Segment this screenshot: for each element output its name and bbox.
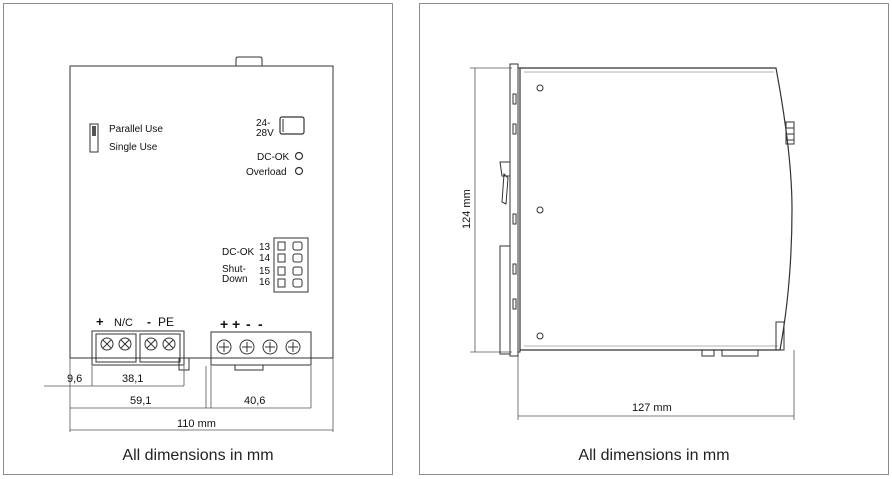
- top-clip: [235, 56, 263, 66]
- switch-label-parallel: Parallel Use: [109, 124, 163, 135]
- rivet-top: [536, 84, 544, 92]
- input-terminal-block: [91, 330, 190, 371]
- voltage-adjust-knob: [279, 116, 305, 135]
- bottom-terminals: [701, 321, 785, 357]
- height-dimension: [470, 67, 512, 353]
- dim-110: 110 mm: [177, 418, 216, 430]
- input-minus-label: -: [147, 315, 151, 329]
- depth-dimension: [517, 350, 795, 420]
- side-view-drawing: 124 mm: [461, 63, 795, 420]
- output-minus-2-label: -: [258, 316, 263, 332]
- housing-side: [519, 67, 793, 351]
- rivet-bottom: [536, 332, 544, 340]
- relay-pin-16: 16: [259, 277, 271, 288]
- relay-connector: [273, 237, 309, 293]
- relay-shutdown-label-1: Shut-: [222, 264, 246, 275]
- rivet-middle: [536, 206, 544, 214]
- selector-switch: [89, 123, 99, 153]
- relay-shutdown-label-2: Down: [222, 274, 248, 285]
- side-view-caption: All dimensions in mm: [578, 447, 730, 464]
- dim-59-1: 59,1: [130, 395, 151, 407]
- dimension-lines: [44, 358, 334, 432]
- housing: [69, 65, 334, 359]
- front-view-caption: All dimensions in mm: [122, 447, 274, 464]
- side-knob: [785, 121, 795, 145]
- front-view-panel: Parallel Use Single Use 24- 28V DC-OK Ov…: [3, 3, 393, 475]
- side-view-panel: 124 mm: [419, 3, 889, 475]
- relay-dc-ok-label: DC-OK: [222, 247, 255, 258]
- front-view-drawing: Parallel Use Single Use 24- 28V DC-OK Ov…: [44, 56, 334, 432]
- led-overload: [294, 166, 304, 176]
- output-terminal-block: [210, 331, 312, 371]
- dim-9-6: 9,6: [67, 373, 82, 385]
- relay-pin-14: 14: [259, 253, 271, 264]
- input-pe-label: PE: [158, 315, 174, 329]
- relay-pin-13: 13: [259, 242, 271, 253]
- input-plus-label: +: [96, 314, 104, 329]
- output-plus-2-label: +: [232, 316, 240, 332]
- dim-38-1: 38,1: [122, 373, 143, 385]
- depth-label: 127 mm: [632, 402, 672, 414]
- output-minus-1-label: -: [246, 316, 251, 332]
- led-dc-ok: [294, 151, 304, 161]
- input-nc-label: N/C: [114, 317, 133, 329]
- voltage-label-2: 28V: [256, 128, 274, 139]
- output-plus-1-label: +: [220, 316, 228, 332]
- height-label: 124 mm: [461, 189, 473, 229]
- relay-pin-15: 15: [259, 266, 271, 277]
- led-overload-label: Overload: [246, 167, 287, 178]
- switch-label-single: Single Use: [109, 142, 158, 153]
- din-rail-clip: [499, 63, 521, 357]
- voltage-label-1: 24-: [256, 118, 270, 129]
- dim-40-6: 40,6: [244, 395, 265, 407]
- led-dc-ok-label: DC-OK: [257, 152, 290, 163]
